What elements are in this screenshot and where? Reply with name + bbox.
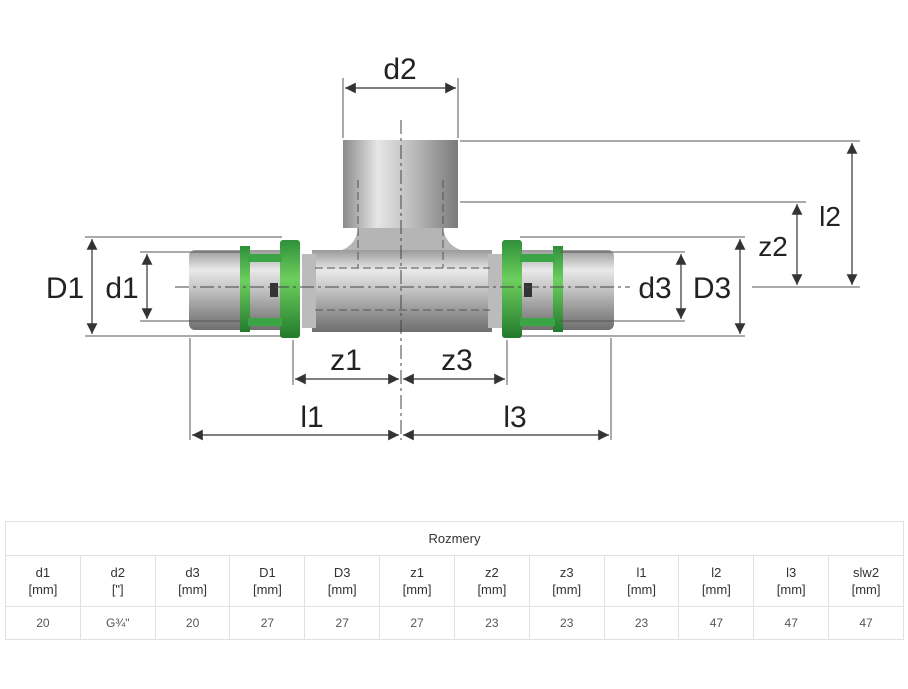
column-header: l1 [mm] [603, 555, 680, 607]
table-cell: 27 [379, 606, 455, 640]
column-header: z3 [mm] [528, 555, 605, 607]
column-header: D3 [mm] [304, 555, 381, 607]
column-header: z2 [mm] [453, 555, 530, 607]
centerlines [175, 120, 630, 440]
column-unit: [mm] [327, 582, 357, 597]
right-fixing-ring [502, 240, 563, 338]
column-unit: [mm] [701, 582, 731, 597]
label-D3: D3 [693, 272, 731, 305]
column-header: z1 [mm] [379, 555, 455, 607]
column-name: d1 [35, 565, 51, 580]
column-unit: [mm] [627, 582, 656, 597]
column-header: d1 [mm] [5, 555, 81, 607]
tee-collar-right [488, 254, 502, 328]
table-cell: 47 [828, 606, 904, 640]
tee-main-body [312, 250, 492, 332]
column-name: z3 [559, 565, 574, 580]
column-header: d3 [mm] [154, 555, 231, 607]
table-cell: 23 [453, 606, 530, 640]
table-title: Rozmery [5, 521, 904, 556]
label-l3: l3 [503, 401, 526, 434]
extension-lines [85, 78, 860, 440]
column-unit: [mm] [402, 582, 432, 597]
table-cell: 27 [229, 606, 306, 640]
column-unit: [mm] [28, 582, 58, 597]
column-header: slw2 [mm] [828, 555, 904, 607]
column-unit: [mm] [178, 582, 208, 597]
table-cell: 23 [528, 606, 605, 640]
label-d3: d3 [638, 272, 671, 305]
table-cell: G¾" [79, 606, 156, 640]
label-l1: l1 [300, 401, 323, 434]
table-header-row: d1 [mm] d2 ["] d3 [mm] D1 [mm] D3 [mm] z1 [mm] z2 [mm… [5, 555, 904, 607]
column-name: D1 [259, 565, 276, 580]
label-z2: z2 [758, 231, 788, 262]
tee-fitting [189, 140, 614, 338]
column-header: d2 ["] [79, 555, 156, 607]
column-unit: [mm] [851, 582, 881, 597]
column-unit: [mm] [252, 582, 282, 597]
column-unit: ["] [111, 582, 124, 597]
column-name: z2 [485, 565, 499, 580]
table-cell: 23 [603, 606, 680, 640]
column-name: l3 [786, 565, 797, 580]
dimensions-table: Rozmery d1 [mm] d2 ["] d3 [mm] D1 [mm] D3 [mm] z1 [… [5, 521, 904, 640]
table-cell: 27 [304, 606, 381, 640]
label-D1: D1 [46, 272, 84, 305]
column-header: l2 [mm] [678, 555, 755, 607]
table-cell: 47 [678, 606, 755, 640]
column-unit: [mm] [477, 582, 507, 597]
column-header: D1 [mm] [229, 555, 306, 607]
column-name: D3 [333, 565, 351, 580]
label-d1: d1 [105, 272, 138, 305]
column-name: l2 [711, 565, 722, 580]
label-d2: d2 [383, 53, 416, 86]
column-header: l3 [mm] [753, 555, 830, 607]
label-l2: l2 [819, 201, 841, 232]
tee-collar-left [302, 254, 316, 328]
left-fixing-ring [240, 240, 300, 338]
label-z3: z3 [441, 344, 473, 377]
column-name: slw2 [853, 565, 880, 580]
column-unit: [mm] [552, 582, 582, 597]
label-z1: z1 [330, 344, 362, 377]
column-name: d3 [185, 565, 200, 580]
fitting-drawing: d2 D1 d1 d3 D3 z2 l2 z1 z3 l1 l3 [46, 53, 860, 441]
column-name: z1 [410, 565, 424, 580]
left-sleeve [189, 250, 289, 330]
right-sleeve [514, 250, 614, 330]
column-name: l1 [636, 565, 647, 580]
column-unit: [mm] [776, 582, 806, 597]
table-cell: 20 [154, 606, 231, 640]
column-name: d2 [110, 565, 125, 580]
table-cell: 20 [5, 606, 81, 640]
table-cell: 47 [753, 606, 830, 640]
